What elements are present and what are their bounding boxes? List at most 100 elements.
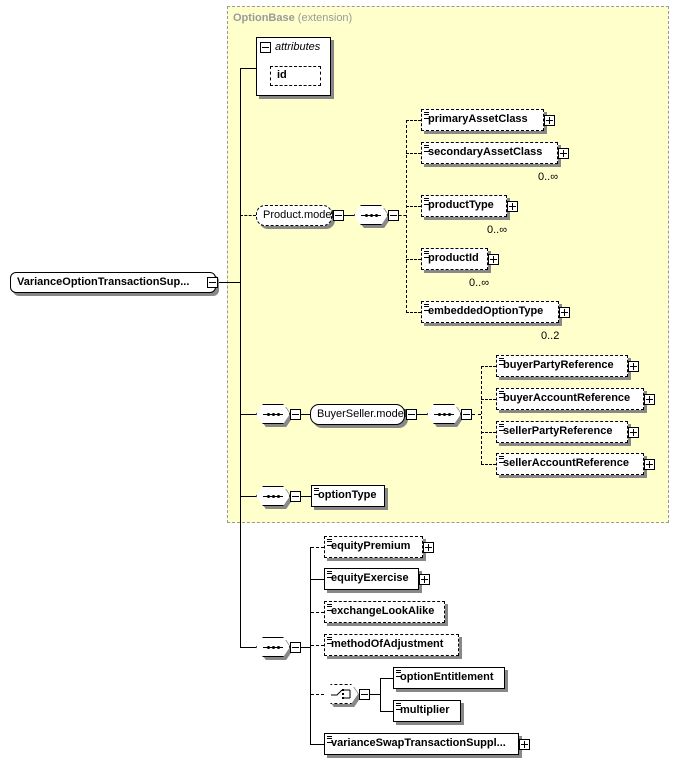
seller-party-connector xyxy=(481,432,496,433)
buyer-seller-model-group[interactable]: BuyerSeller.model xyxy=(310,404,406,425)
root-connector xyxy=(218,282,240,283)
seller-account-reference-label: sellerAccountReference xyxy=(503,457,629,469)
buyer-seller-connector xyxy=(240,414,256,415)
product-id[interactable]: productId xyxy=(421,248,488,270)
buyer-seller-branch-line xyxy=(481,366,482,464)
option-type-sequence-icon xyxy=(256,486,290,506)
variance-swap-connector xyxy=(311,744,324,745)
product-branch-line xyxy=(406,120,407,313)
option-entitlement[interactable]: optionEntitlement xyxy=(393,667,505,689)
equity-exercise-label: equityExercise xyxy=(331,572,409,584)
collapse-product-model-icon[interactable] xyxy=(333,210,344,221)
secondary-connector xyxy=(406,153,421,154)
option-type-connector xyxy=(301,496,311,497)
collapse-buyer-seller-outer-icon[interactable] xyxy=(290,409,301,420)
method-of-adjustment-connector xyxy=(311,645,324,646)
embedded-option-type-label: embeddedOptionType xyxy=(428,305,544,317)
expand-buyer-account-reference-icon[interactable] xyxy=(644,394,655,405)
product-type[interactable]: productType xyxy=(421,195,507,217)
option-type-label: optionType xyxy=(318,489,377,501)
option-entitlement-label: optionEntitlement xyxy=(400,671,494,683)
collapse-buyer-seller-sequence-icon[interactable] xyxy=(461,409,472,420)
buyer-party-reference[interactable]: buyerPartyReference xyxy=(496,355,628,377)
product-type-label: productType xyxy=(428,199,494,211)
option-type-seq-connector xyxy=(240,496,256,497)
embedded-connector xyxy=(406,312,421,313)
product-type-connector xyxy=(406,206,421,207)
expand-buyer-party-reference-icon[interactable] xyxy=(628,361,639,372)
variance-swap-transaction-supplement[interactable]: varianceSwapTransactionSuppl... xyxy=(324,733,519,755)
product-id-connector xyxy=(406,259,421,260)
option-entitlement-connector xyxy=(380,678,393,679)
expand-product-id-icon[interactable] xyxy=(488,254,499,265)
choice-branch-line xyxy=(380,678,381,711)
embedded-option-type[interactable]: embeddedOptionType xyxy=(421,301,559,323)
attribute-id[interactable]: id xyxy=(270,66,321,86)
collapse-attributes-icon[interactable] xyxy=(260,42,271,53)
choice-connector xyxy=(311,694,324,695)
primary-connector xyxy=(406,120,421,121)
multiplier-label: multiplier xyxy=(400,704,450,716)
exchange-look-alike[interactable]: exchangeLookAlike xyxy=(324,601,445,623)
exchange-look-alike-connector xyxy=(311,612,324,613)
equity-exercise[interactable]: equityExercise xyxy=(324,568,419,590)
expand-primary-asset-class-icon[interactable] xyxy=(544,115,555,126)
expand-product-type-icon[interactable] xyxy=(507,201,518,212)
product-id-cardinality: 0..∞ xyxy=(469,277,490,289)
spine-line xyxy=(240,68,241,648)
collapse-root-icon[interactable] xyxy=(207,277,218,288)
exchange-look-alike-label: exchangeLookAlike xyxy=(331,605,435,617)
equity-premium-connector xyxy=(311,547,324,548)
buyer-seller-branch-stub xyxy=(472,414,481,415)
method-of-adjustment-label: methodOfAdjustment xyxy=(331,638,444,650)
secondary-asset-class[interactable]: secondaryAssetClass xyxy=(421,142,558,164)
product-branch-stub xyxy=(399,215,406,216)
attributes-title: attributes xyxy=(275,41,321,53)
product-id-label: productId xyxy=(428,252,479,264)
product-type-cardinality: 0..∞ xyxy=(487,224,508,236)
collapse-product-sequence-icon[interactable] xyxy=(388,210,399,221)
collapse-choice-icon[interactable] xyxy=(359,689,370,700)
equity-premium-label: equityPremium xyxy=(331,540,411,552)
extension-title: OptionBase (extension) xyxy=(233,12,352,24)
secondary-asset-class-label: secondaryAssetClass xyxy=(428,146,543,158)
method-of-adjustment[interactable]: methodOfAdjustment xyxy=(324,634,459,656)
collapse-option-type-sequence-icon[interactable] xyxy=(290,491,301,502)
extension-base-name: OptionBase xyxy=(233,12,295,24)
equity-premium[interactable]: equityPremium xyxy=(324,536,423,558)
buyer-seller-seq-connector xyxy=(417,414,427,415)
seller-account-reference[interactable]: sellerAccountReference xyxy=(496,453,644,475)
extension-suffix: (extension) xyxy=(297,12,353,24)
expand-embedded-option-type-icon[interactable] xyxy=(559,307,570,318)
buyer-account-connector xyxy=(481,399,496,400)
seller-account-connector xyxy=(481,464,496,465)
collapse-lower-sequence-icon[interactable] xyxy=(290,642,301,653)
expand-secondary-asset-class-icon[interactable] xyxy=(558,148,569,159)
expand-seller-party-reference-icon[interactable] xyxy=(628,427,639,438)
expand-equity-exercise-icon[interactable] xyxy=(419,574,430,585)
buyer-account-reference[interactable]: buyerAccountReference xyxy=(496,388,644,410)
lower-branch-line xyxy=(310,547,311,745)
product-model-seq-connector xyxy=(344,215,354,216)
product-model-group[interactable]: Product.model xyxy=(256,205,334,226)
root-element[interactable]: VarianceOptionTransactionSup... xyxy=(10,272,216,293)
primary-asset-class[interactable]: primaryAssetClass xyxy=(421,109,544,131)
choice-icon xyxy=(324,684,358,704)
primary-asset-class-label: primaryAssetClass xyxy=(428,113,528,125)
multiplier[interactable]: multiplier xyxy=(393,700,461,722)
expand-variance-swap-icon[interactable] xyxy=(519,739,530,750)
buyer-seller-sequence-icon xyxy=(427,404,461,424)
product-model-connector xyxy=(240,215,256,216)
seller-party-reference-label: sellerPartyReference xyxy=(503,425,613,437)
buyer-seller-group-connector xyxy=(301,414,310,415)
expand-equity-premium-icon[interactable] xyxy=(423,542,434,553)
product-sequence-icon xyxy=(354,205,388,225)
choice-stub xyxy=(370,694,380,695)
option-type[interactable]: optionType xyxy=(311,485,385,507)
buyer-seller-outer-sequence-icon xyxy=(256,404,290,424)
equity-exercise-connector xyxy=(311,579,324,580)
seller-party-reference[interactable]: sellerPartyReference xyxy=(496,421,628,443)
expand-seller-account-reference-icon[interactable] xyxy=(644,459,655,470)
buyer-account-reference-label: buyerAccountReference xyxy=(503,392,631,404)
collapse-buyer-seller-model-icon[interactable] xyxy=(406,409,417,420)
